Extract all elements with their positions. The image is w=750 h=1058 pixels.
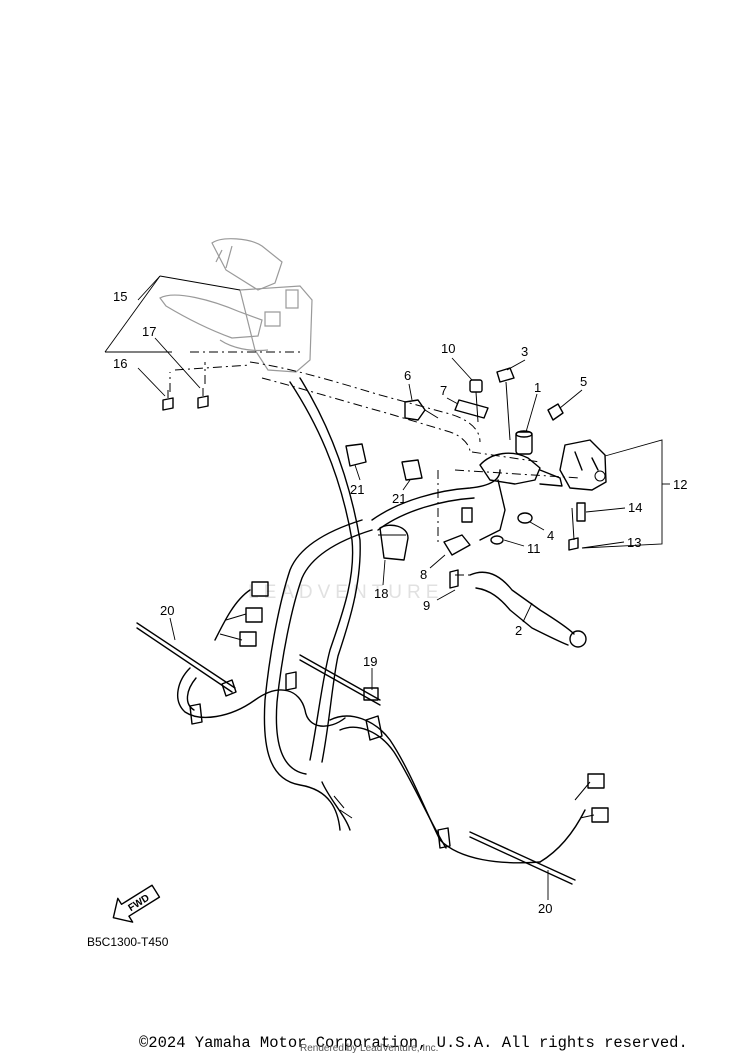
callout-9: 9	[423, 598, 430, 613]
callout-19: 19	[363, 654, 377, 669]
callout-18: 18	[374, 586, 388, 601]
callout-15: 15	[113, 289, 127, 304]
render-note: Rendered by LeadVenture, Inc.	[300, 1043, 439, 1054]
callout-14: 14	[628, 500, 642, 515]
leader-lines	[104, 275, 670, 900]
left-switch-assembly	[159, 238, 313, 373]
callout-labels: 1 2 3 4 5 6 7 8 9 10 11 12 13 14 15 16 1…	[113, 289, 687, 916]
small-parts	[162, 367, 586, 589]
callout-3: 3	[521, 344, 528, 359]
callout-12: 12	[673, 477, 687, 492]
callout-21-right: 21	[392, 491, 406, 506]
diagram-code: B5C1300-T450	[87, 935, 169, 949]
callout-4: 4	[547, 528, 554, 543]
copyright-notice: ©2024 Yamaha Motor Corporation, U.S.A. A…	[139, 1034, 688, 1052]
right-lever-assembly	[469, 430, 607, 648]
callout-17: 17	[142, 324, 156, 339]
callout-1: 1	[534, 380, 541, 395]
callout-6: 6	[404, 368, 411, 383]
callout-20-left: 20	[160, 603, 174, 618]
callout-10: 10	[441, 341, 455, 356]
callout-8: 8	[420, 567, 427, 582]
callout-20-right: 20	[538, 901, 552, 916]
callout-5: 5	[580, 374, 587, 389]
wire-harness	[136, 377, 609, 885]
callout-11: 11	[527, 541, 541, 556]
callout-7: 7	[440, 383, 447, 398]
handlebar-outline	[169, 351, 581, 576]
fwd-label: FWD	[126, 893, 151, 914]
callout-2: 2	[515, 623, 522, 638]
callout-21-left: 21	[350, 482, 364, 497]
callout-16: 16	[113, 356, 127, 371]
callout-13: 13	[627, 535, 641, 550]
fwd-arrow: FWD	[112, 884, 161, 923]
